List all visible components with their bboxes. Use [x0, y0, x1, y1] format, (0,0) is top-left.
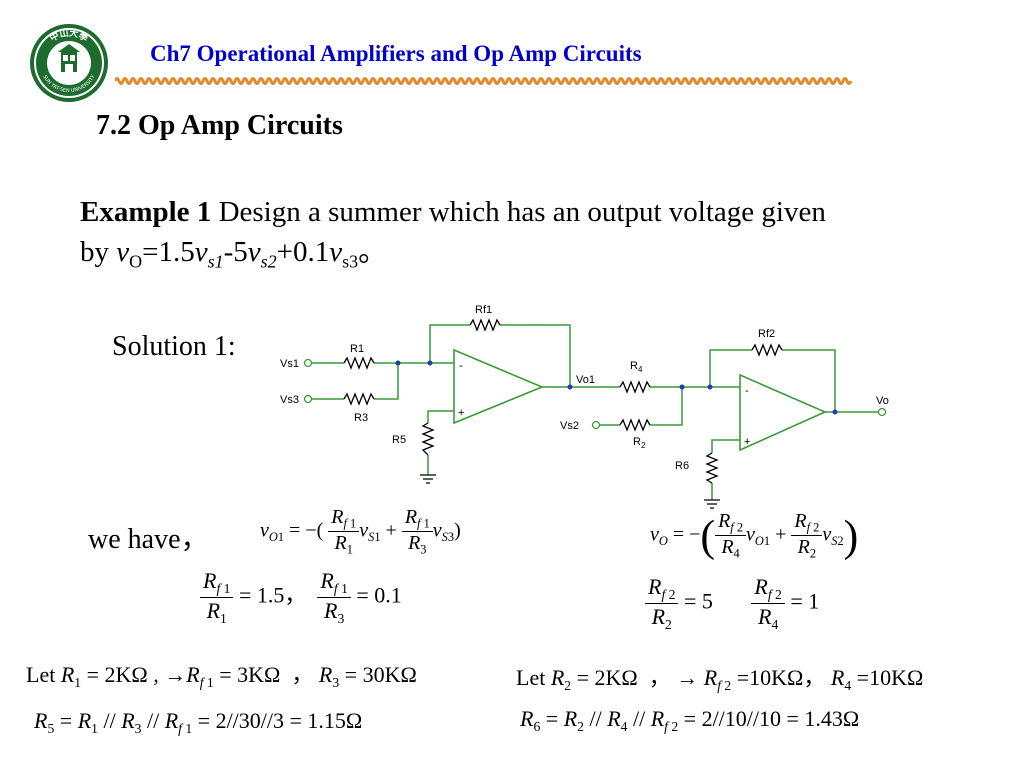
- r5-calculation: R5 = R1 // R3 // Rf 1 = 2//30//3 = 1.15Ω: [34, 708, 363, 736]
- header-wave-divider: [115, 77, 853, 85]
- ratio-1: 1: [808, 588, 820, 614]
- r5-result: = 2//30//3 = 1.15Ω: [197, 708, 363, 733]
- let-r3-value: = 30KΩ: [344, 662, 417, 687]
- resistor-r6: [705, 452, 719, 484]
- example-by: by: [80, 236, 117, 268]
- sub-s2: s2: [260, 251, 277, 272]
- ground-r5: [420, 474, 436, 484]
- solution-label: Solution 1:: [112, 331, 236, 362]
- resistor-r2: [619, 418, 651, 432]
- summer-circuit-diagram: Vs1 Vs3 R1 R3 Rf1 R5 - + Vo1 R4 Vs2 R2 R…: [280, 304, 889, 509]
- university-seal-icon: 中山大學 SUN YAT-SEN UNIVERSITY: [30, 24, 108, 102]
- we-have-label: we have，: [88, 524, 209, 555]
- var-v: v: [116, 236, 130, 268]
- op-amp-2: [739, 373, 827, 452]
- coef-1: =1.5: [142, 236, 195, 268]
- resistor-r4: [619, 380, 651, 394]
- let-rf2-value: =10KΩ: [736, 665, 804, 690]
- let-r1-value: = 2KΩ: [86, 662, 148, 687]
- terminals: [303, 358, 887, 430]
- label-vo: Vo: [876, 395, 889, 407]
- let-r4-value: =10KΩ: [856, 665, 924, 690]
- label-r1: R1: [350, 343, 364, 355]
- label-rf1: Rf1: [475, 304, 492, 316]
- label-vs2: Vs2: [560, 420, 579, 432]
- resistor-r5: [421, 422, 435, 456]
- let-line-1: Let R1 = 2KΩ , →Rf 1 = 3KΩ ， R3 = 30KΩ: [26, 662, 417, 690]
- ratio-0-1: 0.1: [374, 582, 402, 608]
- sub-s1: s1: [207, 251, 224, 272]
- circuit-wires: [312, 324, 878, 500]
- terminal-vs1: [303, 358, 313, 368]
- junction-dots: [395, 360, 838, 415]
- circuit-components: [343, 318, 827, 509]
- terminal-vo: [877, 407, 887, 417]
- let-word-1: Let: [26, 662, 56, 687]
- example-statement: Example 1 Design a summer which has an o…: [80, 192, 980, 281]
- terminal-vs3: [303, 394, 313, 404]
- resistor-rf1: [469, 318, 501, 332]
- r6-calculation: R6 = R2 // R4 // Rf 2 = 2//10//10 = 1.43…: [520, 706, 860, 734]
- label-r5: R5: [392, 434, 406, 446]
- ratio-5: 5: [701, 588, 713, 614]
- coef-2: -5: [223, 236, 248, 268]
- example-text: Design a summer which has an output volt…: [211, 196, 826, 228]
- sub-s3: s3: [342, 251, 359, 272]
- label-r4: R4: [630, 360, 643, 374]
- example-end: 。: [358, 236, 388, 268]
- opamp2-minus: -: [745, 385, 749, 397]
- opamp1-plus: +: [458, 407, 464, 419]
- var-v: v: [194, 236, 208, 268]
- ratio-1-5: 1.5: [256, 582, 285, 608]
- label-r3: R3: [354, 412, 368, 424]
- var-v: v: [329, 236, 343, 268]
- coef-3: +0.1: [276, 236, 330, 268]
- label-vs1: Vs1: [280, 358, 299, 370]
- label-vs3: Vs3: [280, 394, 299, 406]
- opamp2-plus: +: [744, 436, 750, 448]
- sub-o: O: [129, 251, 143, 272]
- label-rf2: Rf2: [758, 328, 775, 340]
- ground-r6: [704, 499, 720, 509]
- let-rf1-value: = 3KΩ: [219, 662, 281, 687]
- label-r6: R6: [675, 460, 689, 472]
- terminal-vs2: [591, 420, 601, 430]
- resistor-r1: [343, 356, 375, 370]
- let-r2-value: = 2KΩ: [576, 665, 638, 690]
- section-title: 7.2 Op Amp Circuits: [96, 110, 343, 141]
- university-logo: 中山大學 SUN YAT-SEN UNIVERSITY: [28, 22, 110, 104]
- resistor-r3: [343, 392, 375, 406]
- op-amp-1: [453, 348, 545, 425]
- let-word-2: Let: [516, 665, 546, 690]
- opamp1-minus: -: [459, 360, 463, 372]
- var-v: v: [247, 236, 261, 268]
- label-r2: R2: [633, 436, 646, 450]
- label-vo1: Vo1: [576, 374, 595, 386]
- let-line-2: Let R2 = 2KΩ ， → Rf 2 =10KΩ， R4 =10KΩ: [516, 665, 924, 693]
- resistor-rf2: [751, 343, 783, 357]
- example-label: Example 1: [80, 196, 212, 228]
- r6-result: = 2//10//10 = 1.43Ω: [683, 706, 860, 731]
- slide-header-title: Ch7 Operational Amplifiers and Op Amp Ci…: [150, 41, 642, 66]
